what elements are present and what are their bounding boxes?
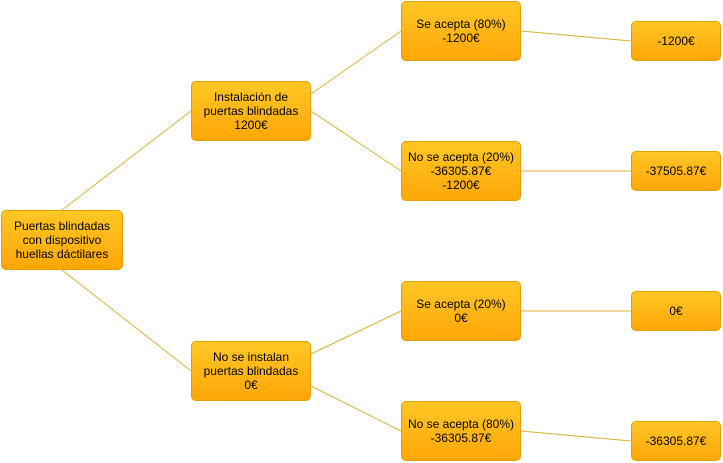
node-install-line-2: puertas blindadas <box>203 104 299 118</box>
node-outcome-1-value: -1200€ <box>657 34 695 48</box>
node-install-accept-line-1: Se acepta (80%) <box>416 17 506 31</box>
node-install-accept: Se acepta (80%) -1200€ <box>401 1 521 61</box>
node-root-line-1: Puertas blindadas <box>13 219 111 233</box>
node-install-reject-line-1: No se acepta (20%) <box>407 150 515 164</box>
node-no-install-reject-line-1: No se acepta (80%) <box>407 417 515 431</box>
node-no-install-line-2: puertas blindadas <box>203 364 299 378</box>
node-outcome-1: -1200€ <box>631 21 721 61</box>
node-install-accept-line-2: -1200€ <box>442 31 480 45</box>
node-outcome-2-value: -37505.87€ <box>645 164 707 178</box>
node-root: Puertas blindadas con dispositivo huella… <box>1 210 123 270</box>
node-outcome-4: -36305.87€ <box>631 421 721 461</box>
node-no-install-reject: No se acepta (80%) -36305.87€ <box>401 401 521 461</box>
node-outcome-4-value: -36305.87€ <box>645 434 707 448</box>
node-root-line-3: huellas dáctilares <box>15 247 109 261</box>
node-no-install-accept: Se acepta (20%) 0€ <box>401 281 521 341</box>
edge-install-reject <box>310 110 402 172</box>
node-outcome-2: -37505.87€ <box>631 151 721 191</box>
node-root-line-2: con dispositivo <box>22 233 102 247</box>
node-outcome-3-value: 0€ <box>669 304 683 318</box>
edge-no-install-reject <box>310 385 402 432</box>
edge-reject-out4 <box>520 430 632 442</box>
node-install: Instalación de puertas blindadas 1200€ <box>191 81 311 141</box>
node-install-reject-line-2: -36305.87€ <box>430 164 492 178</box>
node-no-install-line-3: 0€ <box>244 378 258 392</box>
node-no-install-accept-line-1: Se acepta (20%) <box>416 297 506 311</box>
node-install-line-1: Instalación de <box>213 90 289 104</box>
node-no-install: No se instalan puertas blindadas 0€ <box>191 341 311 401</box>
node-install-line-3: 1200€ <box>234 118 268 132</box>
node-outcome-3: 0€ <box>631 291 721 331</box>
edge-no-install-accept <box>310 310 402 355</box>
node-no-install-reject-line-2: -36305.87€ <box>430 431 492 445</box>
edge-root-no-install <box>61 269 192 372</box>
edge-install-accept <box>310 30 402 95</box>
node-install-reject: No se acepta (20%) -36305.87€ -1200€ <box>401 141 521 201</box>
node-install-reject-line-3: -1200€ <box>442 178 480 192</box>
node-no-install-accept-line-2: 0€ <box>454 311 468 325</box>
edge-accept-out1 <box>520 30 632 42</box>
edge-root-install <box>61 110 192 211</box>
node-no-install-line-1: No se instalan <box>212 350 290 364</box>
